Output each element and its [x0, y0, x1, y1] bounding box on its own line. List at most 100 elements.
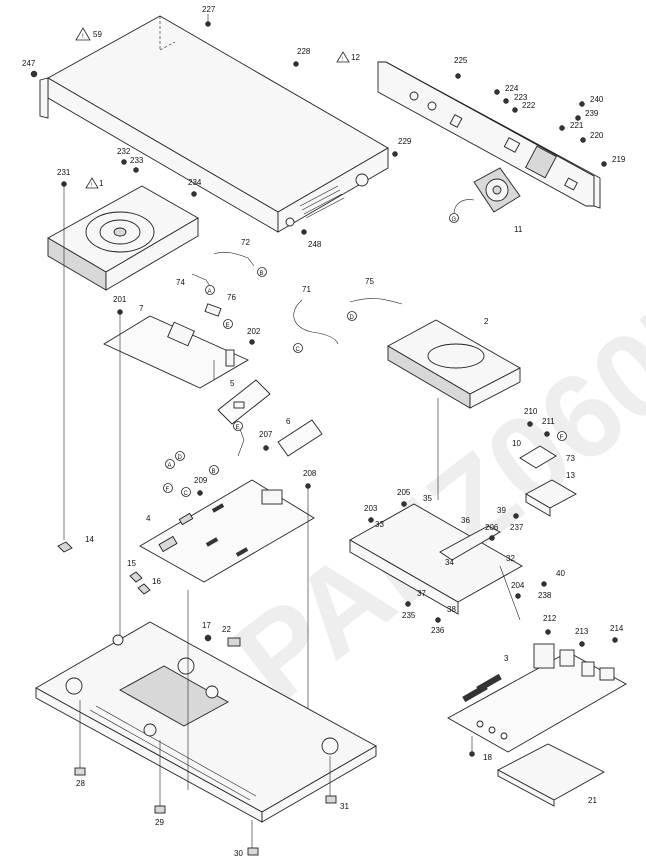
warning-icon	[336, 51, 350, 63]
label-31: 31	[340, 802, 349, 811]
label-201: 201	[113, 295, 127, 304]
label-224: 224	[505, 84, 519, 93]
label-7: 7	[139, 304, 144, 313]
hdd-bracket	[349, 503, 523, 621]
top-cover-assembly	[30, 15, 398, 235]
label-18: 18	[483, 753, 492, 762]
label-14: 14	[85, 535, 94, 544]
connector-b-mid: B	[212, 469, 216, 475]
rear-panel-assembly	[377, 61, 601, 209]
label-38: 38	[447, 605, 456, 614]
svg-text:!: !	[82, 34, 84, 40]
label-15: 15	[127, 559, 136, 568]
label-247: 247	[22, 59, 36, 68]
cable-74	[191, 273, 211, 287]
cooling-fan: G	[449, 167, 521, 223]
label-6: 6	[286, 417, 291, 426]
screw-icon	[301, 229, 307, 235]
connector-c-top: C	[296, 347, 301, 353]
foot-29	[154, 805, 166, 814]
main-board	[139, 479, 315, 583]
label-33: 33	[375, 520, 384, 529]
label-10: 10	[512, 439, 521, 448]
label-39: 39	[497, 506, 506, 515]
power-supply-board	[447, 643, 627, 753]
label-76: 76	[227, 293, 236, 302]
label-22: 22	[222, 625, 231, 634]
label-36: 36	[461, 516, 470, 525]
label-59: 59	[93, 30, 102, 39]
cable-71	[293, 299, 339, 345]
foot-28	[74, 767, 86, 776]
label-40: 40	[556, 569, 565, 578]
label-221: 221	[570, 121, 584, 130]
label-240: 240	[590, 95, 604, 104]
label-211: 211	[542, 417, 555, 426]
drive-screws	[61, 159, 197, 197]
label-74: 74	[176, 278, 185, 287]
label-71: 71	[302, 285, 311, 294]
label-207: 207	[259, 430, 273, 439]
connector-d-top: D	[350, 315, 355, 321]
label-205: 205	[397, 488, 411, 497]
connector-a-top: A	[208, 289, 212, 295]
front-board	[103, 315, 249, 389]
connector-g: G	[452, 217, 457, 223]
label-72: 72	[241, 238, 250, 247]
label-239: 239	[585, 109, 599, 118]
foot-31	[325, 795, 337, 804]
label-237: 237	[510, 523, 524, 532]
disc-drive-unit	[47, 185, 199, 291]
label-34: 34	[445, 558, 454, 567]
label-5: 5	[230, 379, 235, 388]
screw-icon	[293, 61, 299, 67]
label-204: 204	[511, 581, 525, 590]
label-231: 231	[57, 168, 71, 177]
label-229: 229	[398, 137, 412, 146]
label-227: 227	[202, 5, 216, 14]
connector-e-top: E	[226, 323, 230, 329]
label-213: 213	[575, 627, 589, 636]
label-16: 16	[152, 577, 161, 586]
connector-e-mid: E	[236, 425, 240, 431]
label-214: 214	[610, 624, 624, 633]
label-202: 202	[247, 327, 261, 336]
connector-a-mid: A	[168, 463, 172, 469]
label-28: 28	[76, 779, 85, 788]
screw-icon	[392, 151, 398, 157]
cable-75	[349, 298, 403, 305]
label-21: 21	[588, 796, 597, 805]
label-3: 3	[504, 654, 509, 663]
rear-screws	[455, 73, 607, 167]
label-234: 234	[188, 178, 202, 187]
label-75: 75	[365, 277, 374, 286]
label-233: 233	[130, 156, 144, 165]
label-73: 73	[566, 454, 575, 463]
cover-vents	[299, 185, 345, 219]
hard-disk-drive	[387, 319, 521, 409]
label-212: 212	[543, 614, 557, 623]
label-2: 2	[484, 317, 489, 326]
board-6	[277, 419, 323, 457]
warning-icon	[75, 27, 91, 41]
cable-72	[213, 252, 255, 267]
label-1: 1	[99, 179, 104, 188]
screw-icon	[30, 70, 38, 78]
label-222: 222	[522, 101, 536, 110]
label-208: 208	[303, 469, 317, 478]
warning-icon	[85, 177, 99, 189]
insulation-sheet	[497, 743, 605, 807]
label-228: 228	[297, 47, 311, 56]
label-12: 12	[351, 53, 360, 62]
label-248: 248	[308, 240, 322, 249]
connector-c-mid: C	[184, 491, 189, 497]
screw-icon	[205, 21, 211, 27]
bottom-chassis	[35, 621, 377, 823]
board-10	[519, 445, 557, 469]
label-220: 220	[590, 131, 604, 140]
label-238: 238	[538, 591, 552, 600]
label-219: 219	[612, 155, 626, 164]
svg-text:!: !	[91, 183, 92, 189]
label-235: 235	[402, 611, 416, 620]
